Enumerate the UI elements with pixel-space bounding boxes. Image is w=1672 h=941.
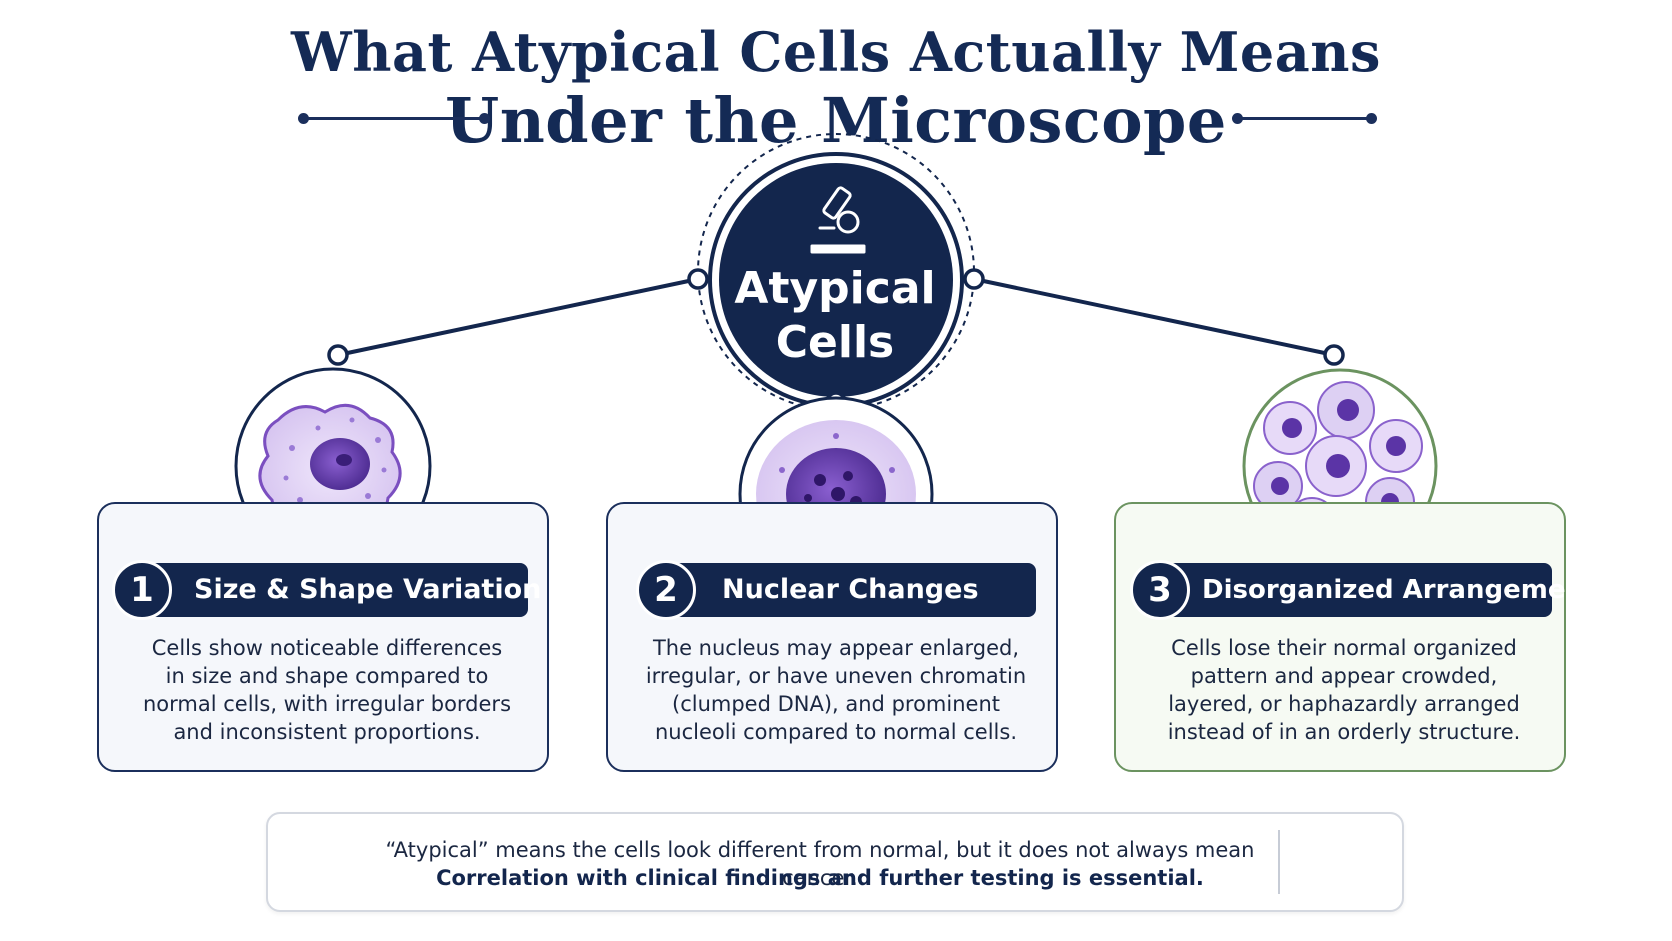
card-size-shape [97,502,549,772]
card1-number-badge: 1 [112,560,172,620]
card3-heading: Disorganized Arrangement [1202,575,1597,605]
card1-heading: Size & Shape Variation [194,574,542,605]
note-line-2: Correlation with clinical findings and f… [436,866,1204,890]
title-line-2: Under the Microscope [445,84,1227,157]
title-deco-dot-left-outer [298,113,309,124]
title-deco-dot-right-inner [1232,113,1243,124]
card2-heading-bar [672,563,1036,617]
note-line-1: “Atypical” means the cells look differen… [385,838,1255,890]
node-hub-left [687,268,709,290]
card1-heading-bar [148,563,528,617]
hub-circle [719,163,953,397]
microscope-icon [810,186,866,254]
note-divider [1278,830,1280,894]
node-card3 [1323,344,1345,366]
card2-number-badge: 2 [636,560,696,620]
card2-heading: Nuclear Changes [722,574,979,605]
card-disorganized-arrangement [1114,502,1566,772]
node-hub-right [963,268,985,290]
title-deco-line-right [1238,117,1372,120]
card3-heading-bar [1162,563,1552,617]
connector-lines [337,277,1335,357]
card3-description: Cells lose their normal organized patter… [1167,636,1521,744]
connector-right [973,277,1335,357]
title-deco-dot-right-outer [1366,113,1377,124]
note-box [266,812,1404,912]
connector-left [337,277,699,357]
title-deco-dot-left-inner [479,113,490,124]
card1-description: Cells show noticeable differences in siz… [142,636,512,744]
title-deco-line-left [305,117,483,120]
card3-number-badge: 3 [1130,560,1190,620]
title-line-1: What Atypical Cells Actually Means [291,20,1381,84]
card2-description: The nucleus may appear enlarged, irregul… [645,636,1027,744]
hub-label-line-1: Atypical [734,263,936,314]
hub-label-line-2: Cells [775,317,895,368]
card-nuclear-changes [606,502,1058,772]
node-card1 [327,344,349,366]
